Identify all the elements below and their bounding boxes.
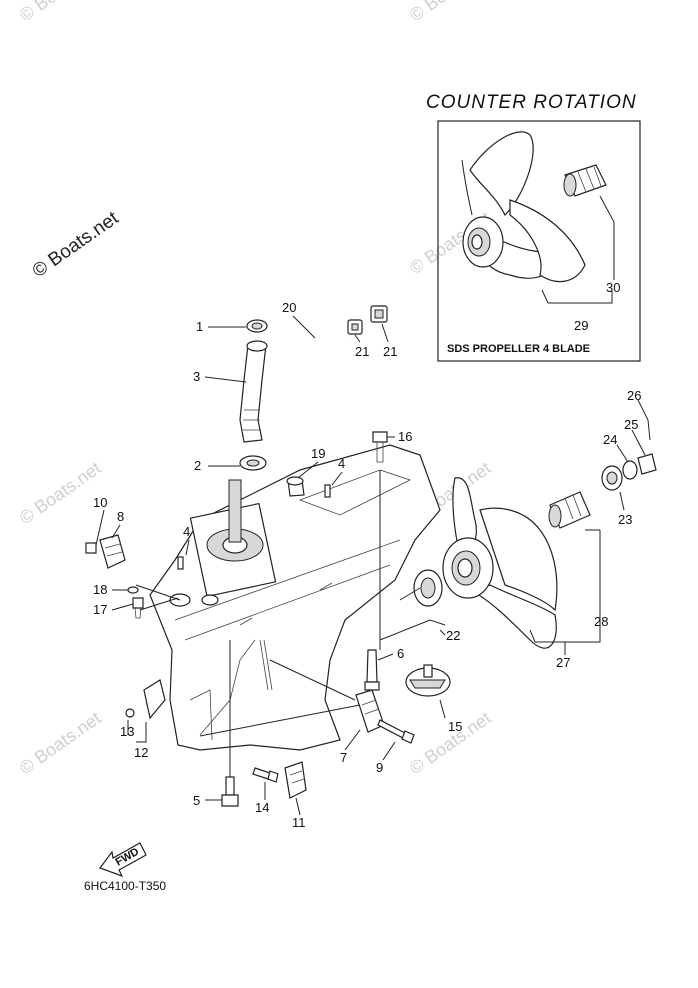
callout-1: 1 <box>196 319 203 334</box>
callout-2: 2 <box>194 458 201 473</box>
part-28-bushing <box>548 491 591 529</box>
part-19-plug <box>286 476 305 497</box>
callout-23: 23 <box>618 512 632 527</box>
part-3-water-tube <box>239 340 268 443</box>
callout-14: 14 <box>255 800 269 815</box>
part-11-cover <box>284 761 307 799</box>
callout-11: 11 <box>292 815 306 830</box>
callout-28: 28 <box>594 614 608 629</box>
lower-case-drawing <box>149 444 441 751</box>
callout-21: 21 <box>355 344 369 359</box>
callout-25: 25 <box>624 417 638 432</box>
callout-29: 29 <box>574 318 588 333</box>
part-21-clips <box>347 305 388 335</box>
part-12-13-trim-anode <box>125 679 166 720</box>
callout-24: 24 <box>603 432 617 447</box>
watermark-main: © Boats.net <box>29 207 123 282</box>
part-4-dowel-pins <box>177 484 331 570</box>
watermark: © Boats.net <box>16 458 105 528</box>
part-1-seal <box>246 319 268 333</box>
callout-20: 20 <box>282 300 296 315</box>
part-5-bolt <box>221 776 239 807</box>
diagram-code: 6HC4100-T350 <box>84 879 166 893</box>
part-24-washer <box>622 460 638 480</box>
part-2-grommet <box>239 455 267 471</box>
inset-bushing-drawing <box>563 164 607 197</box>
callout-10: 10 <box>93 495 107 510</box>
inset-propeller-box: 30 29 SDS PROPELLER 4 BLADE <box>437 120 641 362</box>
callout-4: 4 <box>338 456 345 471</box>
callout-15: 15 <box>448 719 462 734</box>
callout-19: 19 <box>311 446 325 461</box>
callout-5: 5 <box>193 793 200 808</box>
leader-30 <box>599 195 615 280</box>
callout-21: 21 <box>383 344 397 359</box>
callout-18: 18 <box>93 582 107 597</box>
part-17-screw <box>132 597 144 619</box>
callout-26: 26 <box>627 388 641 403</box>
callout-9: 9 <box>376 760 383 775</box>
part-20-hose <box>293 336 346 471</box>
part-26-cotter-pin <box>647 419 651 441</box>
part-18-gasket <box>127 586 139 594</box>
callout-30: 30 <box>606 280 620 295</box>
propeller-drawing <box>442 477 558 649</box>
callout-3: 3 <box>193 369 200 384</box>
callout-6: 6 <box>397 646 404 661</box>
leader-lines <box>95 315 649 816</box>
fwd-arrow-icon: FWD <box>99 842 147 878</box>
callout-7: 7 <box>340 750 347 765</box>
part-10-8-anode <box>85 534 126 569</box>
leader-29 <box>541 289 613 304</box>
inset-caption: SDS PROPELLER 4 BLADE <box>447 343 590 355</box>
callout-12: 12 <box>134 745 148 760</box>
part-16-bolt <box>372 431 388 463</box>
part-23-washer <box>601 465 623 491</box>
watermark: © Boats.net <box>406 0 495 25</box>
inset-frame <box>437 120 641 362</box>
inset-propeller-drawing <box>461 131 586 283</box>
part-14-bolt <box>252 767 279 783</box>
page-title: COUNTER ROTATION <box>426 92 637 113</box>
callout-22: 22 <box>446 628 460 643</box>
callout-8: 8 <box>117 509 124 524</box>
callout-4: 4 <box>183 524 190 539</box>
callouts: 1 2 3 4 4 5 6 7 8 9 10 11 12 13 14 15 16… <box>93 300 641 830</box>
watermark: © Boats.net <box>16 708 105 778</box>
callout-17: 17 <box>93 602 107 617</box>
part-22-thrust-washer <box>413 569 443 607</box>
part-9-bolt <box>377 719 415 744</box>
callout-27: 27 <box>556 655 570 670</box>
part-6-bolt <box>364 649 380 691</box>
callout-16: 16 <box>398 429 412 444</box>
callout-13: 13 <box>120 724 134 739</box>
part-15-trim-tab <box>405 664 451 697</box>
watermark: © Boats.net <box>16 0 105 25</box>
part-25-nut <box>637 453 657 475</box>
